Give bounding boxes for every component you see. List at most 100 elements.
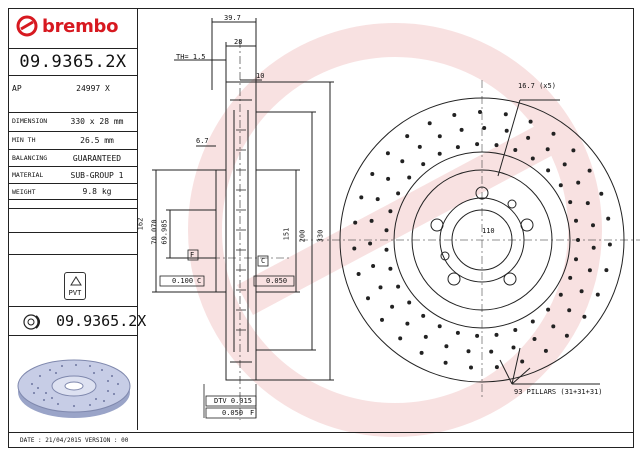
drill-hole <box>564 333 569 338</box>
drill-hole <box>494 143 499 148</box>
dim-151: 151 <box>282 227 291 241</box>
drill-hole <box>591 245 596 250</box>
drill-hole <box>452 113 457 117</box>
part-number-bottom-text: 09.9365.2X <box>56 312 147 330</box>
drill-hole <box>352 246 357 251</box>
drill-hole <box>400 159 405 164</box>
tol-0-100: 0.100 <box>172 277 194 285</box>
pvt-badge: PVT <box>64 272 86 300</box>
ap-row: AP 24997 X <box>8 80 138 96</box>
tol-0-050: 0.050 <box>266 277 288 285</box>
divider <box>8 232 138 233</box>
drill-hole <box>396 284 401 289</box>
drill-hole <box>576 180 581 185</box>
drill-hole <box>405 321 410 326</box>
drill-hole <box>375 197 380 202</box>
drill-holes <box>352 110 612 370</box>
drill-hole <box>359 195 364 200</box>
drill-hole <box>606 216 611 221</box>
brembo-logo: brembo <box>16 12 136 40</box>
drill-hole <box>543 348 548 353</box>
drill-hole <box>511 345 516 350</box>
drill-hole <box>532 337 537 341</box>
divider <box>8 208 138 209</box>
drill-hole <box>475 142 480 147</box>
drill-hole <box>530 319 535 324</box>
drill-hole <box>546 307 551 312</box>
footer: DATE : 21/04/2015 VERSION : 00 <box>8 432 634 448</box>
brembo-logo-icon <box>16 15 38 37</box>
drill-hole <box>576 238 580 242</box>
spec-label: DIMENSION <box>12 117 48 125</box>
drill-hole <box>585 201 590 206</box>
tol-0-050-f: 0.050 <box>222 409 244 417</box>
drill-hole <box>423 334 428 339</box>
dim-39-7: 39.7 <box>224 14 241 22</box>
datum-f: F <box>190 251 195 259</box>
drill-hole <box>368 241 373 246</box>
drill-hole <box>489 349 494 354</box>
drill-hole <box>591 223 595 228</box>
spec-row-dimension: DIMENSION 330 x 28 mm <box>8 112 138 129</box>
drill-hole <box>407 300 412 305</box>
drill-hole <box>405 134 410 139</box>
drill-hole <box>587 268 592 273</box>
drill-hole <box>595 292 600 297</box>
drill-hole <box>579 289 584 294</box>
drill-hole <box>384 247 389 252</box>
drill-hole <box>604 268 609 273</box>
drill-hole <box>503 112 508 117</box>
tol-dtv: DTV 0.015 <box>214 397 252 405</box>
spec-value: 9.8 kg <box>82 187 112 196</box>
dim-6-7: 6.7 <box>196 137 209 145</box>
drill-hole <box>390 304 395 309</box>
drill-hole <box>444 344 449 349</box>
spec-value: 330 x 28 mm <box>70 116 124 126</box>
drill-hole <box>567 308 572 313</box>
drill-hole <box>520 359 525 364</box>
drill-hole <box>568 200 573 205</box>
disc-pad-icon <box>23 314 40 330</box>
spec-value: SUB-GROUP 1 <box>70 170 124 180</box>
drill-hole <box>388 266 393 271</box>
drill-hole <box>407 175 412 180</box>
drill-hole <box>455 330 460 335</box>
drill-hole <box>562 162 567 167</box>
drill-hole <box>571 148 576 153</box>
drill-hole <box>386 176 391 181</box>
tolerance-frames <box>159 249 295 419</box>
drill-hole <box>385 151 390 156</box>
drill-hole <box>369 218 374 223</box>
drill-hole <box>366 296 370 301</box>
spec-row-balancing: BALANCING GUARANTEED <box>8 149 138 166</box>
front-view <box>300 80 640 400</box>
dim-hole: 16.7 (x5) <box>518 82 556 90</box>
drill-hole <box>513 328 518 332</box>
disc-thumbnail <box>17 359 131 418</box>
part-number-bottom: 09.9365.2X <box>8 306 146 336</box>
drill-hole <box>421 162 426 167</box>
drill-hole <box>396 191 401 196</box>
drill-hole <box>437 134 442 139</box>
pvt-label: PVT <box>68 289 82 297</box>
drill-hole <box>528 119 533 124</box>
pillars-note: 93 PILLARS (31+31+31) <box>514 388 603 396</box>
pvt-icon <box>70 276 82 286</box>
divider <box>8 254 138 255</box>
drill-hole <box>551 324 556 329</box>
drill-hole <box>546 168 551 173</box>
dim-th: TH= 1.5 <box>176 53 206 61</box>
drill-hole <box>574 218 578 223</box>
drill-hole <box>384 228 389 233</box>
drill-hole <box>356 272 361 276</box>
drill-hole <box>398 336 403 341</box>
drill-hole <box>482 126 487 130</box>
drill-hole <box>417 144 422 149</box>
drill-hole <box>443 360 448 365</box>
drawing-frame <box>8 8 634 448</box>
ap-label: AP <box>12 83 22 93</box>
spec-label: WEIGHT <box>12 187 36 196</box>
drill-hole <box>419 350 424 355</box>
